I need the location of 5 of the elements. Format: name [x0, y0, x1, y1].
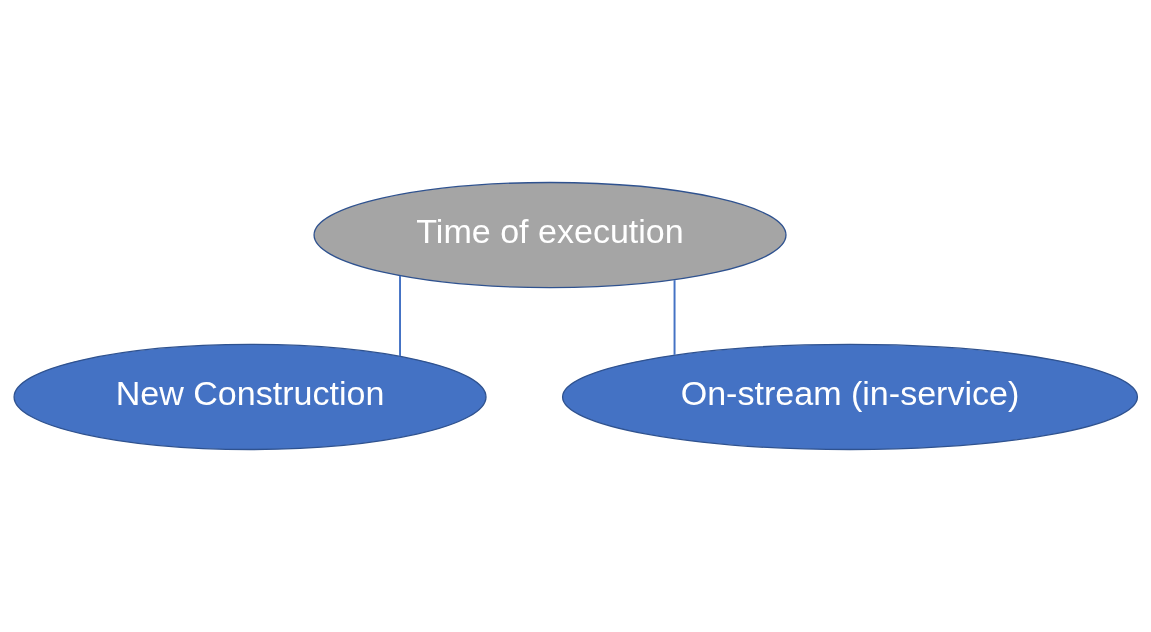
node-ellipse: Time of execution — [313, 181, 787, 289]
node-ellipse: New Construction — [13, 343, 487, 451]
node-ellipse: On-stream (in-service) — [561, 343, 1139, 451]
connector — [399, 274, 401, 358]
connector — [673, 279, 676, 356]
